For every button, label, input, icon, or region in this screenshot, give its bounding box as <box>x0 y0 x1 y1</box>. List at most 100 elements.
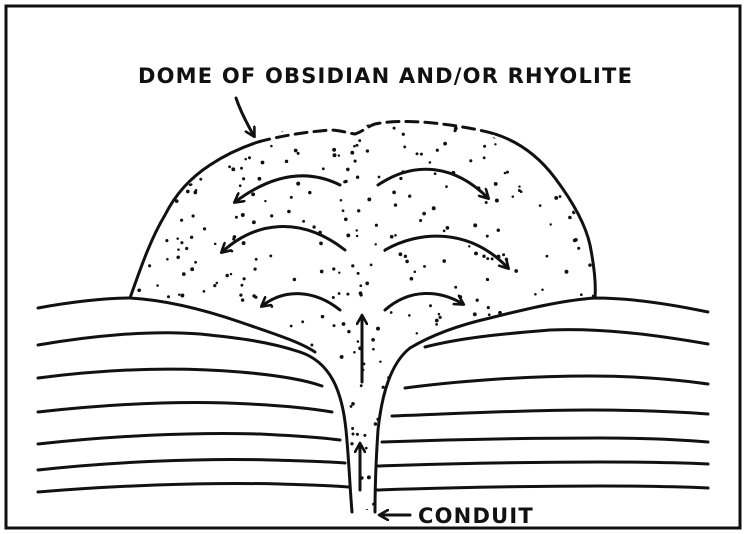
stipple-dot <box>371 338 375 342</box>
stipple-dot <box>297 446 300 449</box>
stipple-dot <box>193 191 197 195</box>
stipple-dot <box>323 476 327 480</box>
stipple-dot <box>480 428 483 431</box>
stipple-dot <box>390 311 393 314</box>
stipple-dot <box>242 277 245 280</box>
stipple-dot <box>352 433 355 436</box>
stipple-dot <box>125 505 128 508</box>
stipple-dot <box>403 423 406 426</box>
stipple-dot <box>399 252 403 256</box>
stipple-dot <box>164 183 167 186</box>
stipple-dot <box>416 152 419 155</box>
stipple-dot <box>378 176 381 179</box>
stipple-dot <box>346 493 349 496</box>
stipple-dot <box>290 466 294 470</box>
stipple-dot <box>591 223 594 226</box>
stipple-dot <box>593 307 597 311</box>
stipple-dot <box>469 159 472 162</box>
stipple-dot <box>258 177 262 181</box>
stipple-dot <box>129 348 133 352</box>
stipple-dot <box>325 466 328 469</box>
stipple-dot <box>296 182 300 186</box>
stipple-dot <box>485 201 488 204</box>
stipple-dot <box>180 473 183 476</box>
stipple-dot <box>402 133 405 136</box>
stipple-dot <box>414 271 417 274</box>
stipple-dot <box>423 265 426 268</box>
stipple-dot <box>527 131 529 133</box>
stipple-dot <box>489 381 492 384</box>
stipple-dot <box>585 151 589 155</box>
stipple-dot <box>392 191 396 195</box>
stipple-dot <box>405 260 409 264</box>
stipple-dot <box>338 292 341 295</box>
stipple-dot <box>580 359 583 362</box>
stipple-dot <box>271 305 274 308</box>
stipple-dot <box>468 245 470 247</box>
flow-arrow-left-middle <box>222 227 345 252</box>
stipple-dot <box>125 208 129 212</box>
stipple-dot <box>225 274 229 278</box>
stipple-dot <box>445 185 448 188</box>
stipple-dot <box>375 224 378 227</box>
stipple-dot <box>376 327 380 331</box>
stipple-dot <box>591 319 595 323</box>
stipple-dot <box>374 422 378 426</box>
flow-arrow-left-upper <box>235 176 340 202</box>
stipple-dot <box>394 203 397 206</box>
stipple-dot <box>199 178 202 181</box>
stipple-dot <box>393 127 396 130</box>
stipple-dot <box>478 371 481 374</box>
stipple-dot <box>245 361 248 364</box>
stipple-dot <box>515 363 519 367</box>
stipple-dot <box>141 132 145 136</box>
stipple-dot <box>180 219 183 222</box>
stipple-dot <box>133 253 136 256</box>
stipple-dot <box>353 122 356 125</box>
stipple-dot <box>486 433 490 437</box>
stipple-dot <box>153 130 157 134</box>
stipple-dot <box>457 421 460 424</box>
stipple-dot <box>427 358 430 361</box>
stipple-dot <box>365 282 369 286</box>
stipple-dot <box>473 223 477 227</box>
stipple-dot <box>394 234 397 237</box>
stipple-dot <box>271 362 274 365</box>
stipple-dot <box>486 235 489 238</box>
stipple-dot <box>146 382 149 385</box>
stipple-dot <box>446 403 450 407</box>
stipple-dot <box>517 353 521 357</box>
stipple-dot <box>178 293 180 295</box>
stipple-dot <box>186 190 190 194</box>
stipple-dot <box>332 148 336 152</box>
stipple-dot <box>199 358 201 360</box>
stipple-dot <box>239 139 242 142</box>
stipple-dot <box>172 464 175 467</box>
stipple-dot <box>133 508 136 511</box>
stipple-dot <box>595 130 599 134</box>
stipple-dot <box>148 264 151 267</box>
stipple-dot <box>182 461 186 465</box>
stipple-dot <box>390 235 394 239</box>
stipple-dot <box>148 467 151 470</box>
stipple-dot <box>443 230 446 233</box>
stipple-dot <box>365 447 368 450</box>
stipple-dot <box>584 472 587 475</box>
stipple-dot <box>337 510 340 513</box>
stipple-dot <box>321 315 325 319</box>
stipple-dot <box>473 312 477 316</box>
stipple-dot <box>137 262 140 265</box>
stipple-dot <box>497 480 500 483</box>
stipple-dot <box>165 202 168 205</box>
stipple-dot <box>239 490 242 493</box>
stipple-dot <box>454 129 457 132</box>
stipple-dot <box>539 204 542 207</box>
stipple-dot <box>598 205 601 208</box>
stipple-dot <box>536 335 539 338</box>
stipple-dot <box>558 165 562 169</box>
stipple-dot <box>587 189 590 192</box>
stipple-dot <box>216 282 219 285</box>
stipple-dot <box>163 146 166 149</box>
stipple-dot <box>366 149 369 152</box>
stipple-dot <box>180 294 184 298</box>
